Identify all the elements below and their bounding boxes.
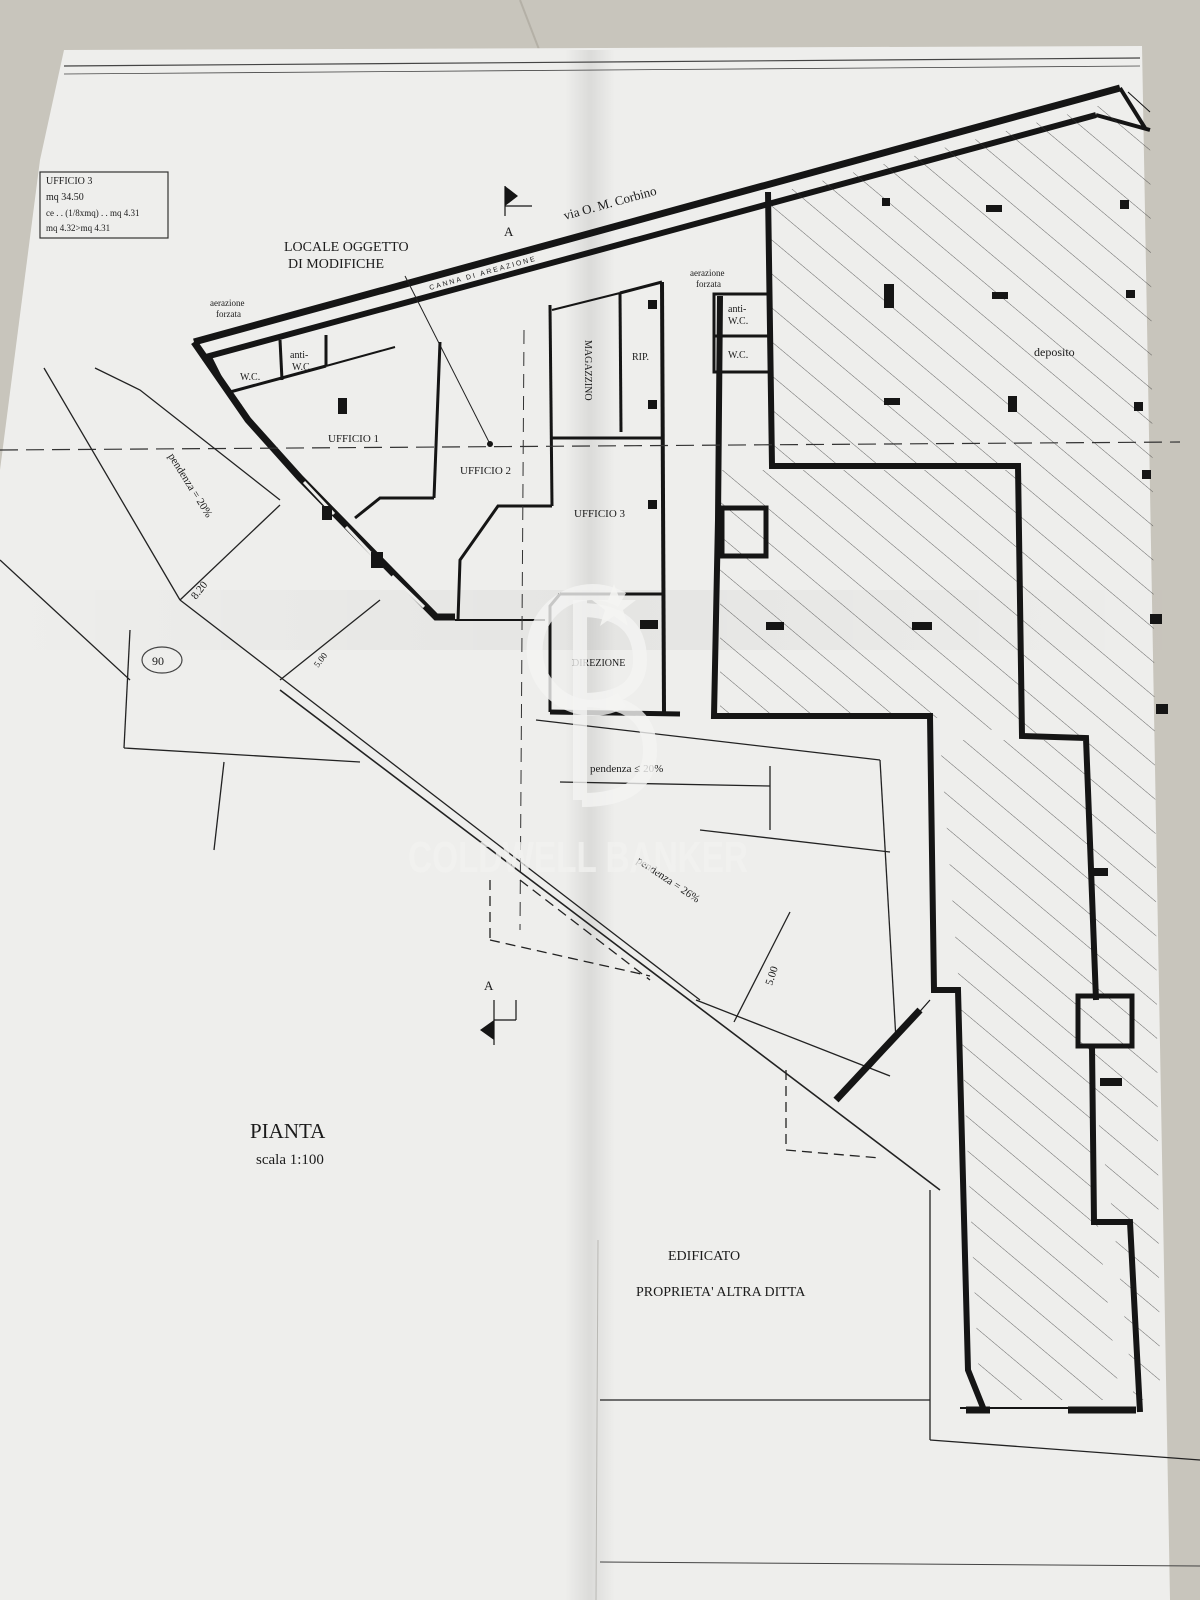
section-line <box>0 441 1181 451</box>
plan-title: PIANTA <box>250 1119 326 1143</box>
site-lines <box>0 367 1200 1600</box>
coldwell-banker-watermark: COLDWELL BANKER <box>408 584 748 882</box>
room-wc-left: W.C. <box>240 372 260 383</box>
locale-label-line1: LOCALE OGGETTO <box>284 240 409 255</box>
watermark-brand: COLDWELL BANKER <box>408 833 748 882</box>
deposito-walls <box>710 191 1143 1414</box>
pillars-office <box>322 300 658 629</box>
aerazione-left-line1: aerazione <box>210 298 244 308</box>
legend-line2: mq 34.50 <box>46 192 84 203</box>
room-magazzino: MAGAZZINO <box>582 340 593 401</box>
section-marker-bottom: A <box>480 978 517 1045</box>
legend-line4: mq 4.32>mq 4.31 <box>46 223 110 233</box>
room-anti-right: anti- <box>728 304 746 315</box>
room-ufficio2: UFFICIO 2 <box>460 465 511 477</box>
locale-label-line2: DI MODIFICHE <box>288 257 384 272</box>
plan-scale: scala 1:100 <box>256 1152 324 1168</box>
aerazione-left-line2: forzata <box>216 309 241 319</box>
neighbour-line2: PROPRIETA' ALTRA DITTA <box>636 1285 806 1300</box>
legend-line3: ce . . (1/8xmq) . . mq 4.31 <box>46 208 140 218</box>
legend-box <box>39 171 169 239</box>
room-direzione: DIREZIONE <box>572 658 625 669</box>
svg-text:A: A <box>484 978 494 993</box>
circled-number: 90 <box>152 654 164 668</box>
room-rip: RIP. <box>632 352 649 363</box>
room-ufficio1: UFFICIO 1 <box>328 433 379 445</box>
room-antiwc-right: W.C. <box>728 316 748 327</box>
circled-annotation <box>141 646 183 674</box>
room-deposito: deposito <box>1034 345 1075 359</box>
svg-text:A: A <box>504 224 514 239</box>
room-wc-right: W.C. <box>728 350 748 361</box>
room-antiwc-left: W.C. <box>292 362 312 373</box>
pillars-deposito <box>766 198 1168 1086</box>
room-anti-left: anti- <box>290 350 308 361</box>
neighbour-line1: EDIFICATO <box>668 1249 740 1264</box>
aerazione-right-line1: aerazione <box>690 268 724 278</box>
section-marker-top: A <box>504 186 532 239</box>
room-ufficio3: UFFICIO 3 <box>574 508 626 520</box>
aerazione-right-line2: forzata <box>696 279 721 289</box>
legend-line1: UFFICIO 3 <box>46 176 92 187</box>
dimension-3: 5.00 <box>763 964 781 986</box>
deposito-hatch <box>770 100 1160 1400</box>
